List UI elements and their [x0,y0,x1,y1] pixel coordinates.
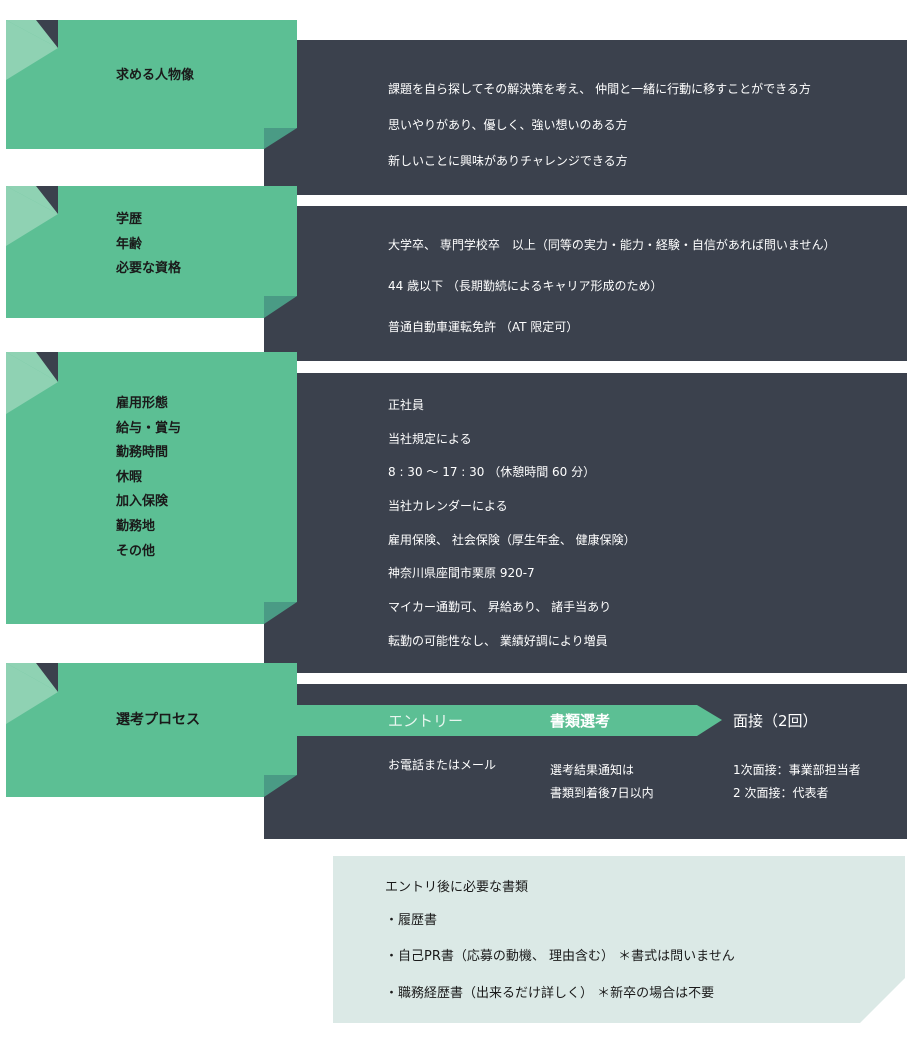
info-row: 8 : 30 ～ 17 : 30 （休憩時間 60 分） [388,465,596,480]
info-row: 大学卒、 専門学校卒 以上（同等の実力・能力・経験・自信があれば問いません） [388,238,836,252]
section-3-panel [264,373,907,673]
required-document-item: ・職務経歴書（出来るだけ詳しく） ＊新卒の場合は不要 [385,986,715,1001]
section-label: 勤務地 [116,518,156,534]
info-row: 思いやりがあり、優しく、強い想いのある方 [388,118,628,132]
section-4-labels: 選考プロセス [116,708,200,733]
section-label: 必要な資格 [116,261,182,277]
section-label: 雇用形態 [116,396,169,411]
process-step-entry-title: エントリー [388,712,464,730]
section-label: 勤務時間 [116,445,169,461]
section-1-labels: 求める人物像 [116,64,194,89]
info-row: 当社カレンダーによる [388,499,508,514]
section-label: 給与・賞与 [116,420,182,436]
process-step-interview-detail: 1次面接：事業部担当者 [733,763,861,777]
section-label: 学歴 [116,212,143,227]
info-row: マイカー通勤可、 昇給あり、 諸手当あり [388,600,612,615]
process-step-interview-title: 面接（2回） [733,712,818,730]
info-row: 転勤の可能性なし、 業績好調により増員 [388,633,608,648]
info-row: 課題を自ら探してその解決策を考え、 仲間と一緒に行動に移すことができる方 [388,82,811,96]
section-2-panel [264,206,907,361]
info-row: 雇用保険、 社会保険（厚生年金、 健康保険） [388,532,636,547]
section-label: 求める人物像 [116,68,195,83]
section-label: その他 [116,543,156,559]
required-document-item: ・自己PR書（応募の動機、 理由含む） ＊書式は問いません [385,949,735,964]
section-label: 選考プロセス [116,712,200,728]
section-1-panel [264,40,907,195]
info-row: 新しいことに興味がありチャレンジできる方 [388,154,628,168]
process-step-screening-detail: 選考結果通知は [550,763,635,777]
section-label: 加入保険 [116,494,169,510]
required-documents-title: エントリ後に必要な書類 [385,880,529,895]
required-document-item: ・履歴書 [385,913,438,928]
info-row: 44 歳以下 （長期勤続によるキャリア形成のため） [388,279,663,293]
info-row: 正社員 [388,398,425,412]
process-step-screening-title: 書類選考 [550,712,611,730]
info-row: 神奈川県座間市栗原 920-7 [388,566,535,581]
info-row: 普通自動車運転免許 （AT 限定可） [388,320,579,334]
section-2-labels: 学歴 年齢 必要な資格 [116,208,181,282]
process-step-entry-detail: お電話またはメール [388,758,497,772]
required-documents-box [333,856,905,1023]
section-1-rows: 課題を自ら探してその解決策を考え、 仲間と一緒に行動に移すことができる方 思いや… [388,80,811,188]
section-3-labels: 雇用形態 給与・賞与 勤務時間 休暇 加入保険 勤務地 その他 [116,392,181,564]
section-label: 休暇 [116,469,143,485]
section-label: 年齢 [116,236,143,252]
process-step-interview-detail: 2 次面接：代表者 [733,786,829,800]
section-2-rows: 大学卒、 専門学校卒 以上（同等の実力・能力・経験・自信があれば問いません） 4… [388,236,835,359]
info-row: 当社規定による [388,431,472,446]
section-3-rows: 正社員 当社規定による 8 : 30 ～ 17 : 30 （休憩時間 60 分）… [388,396,636,666]
process-step-screening-detail: 書類到着後7日以内 [550,786,654,800]
